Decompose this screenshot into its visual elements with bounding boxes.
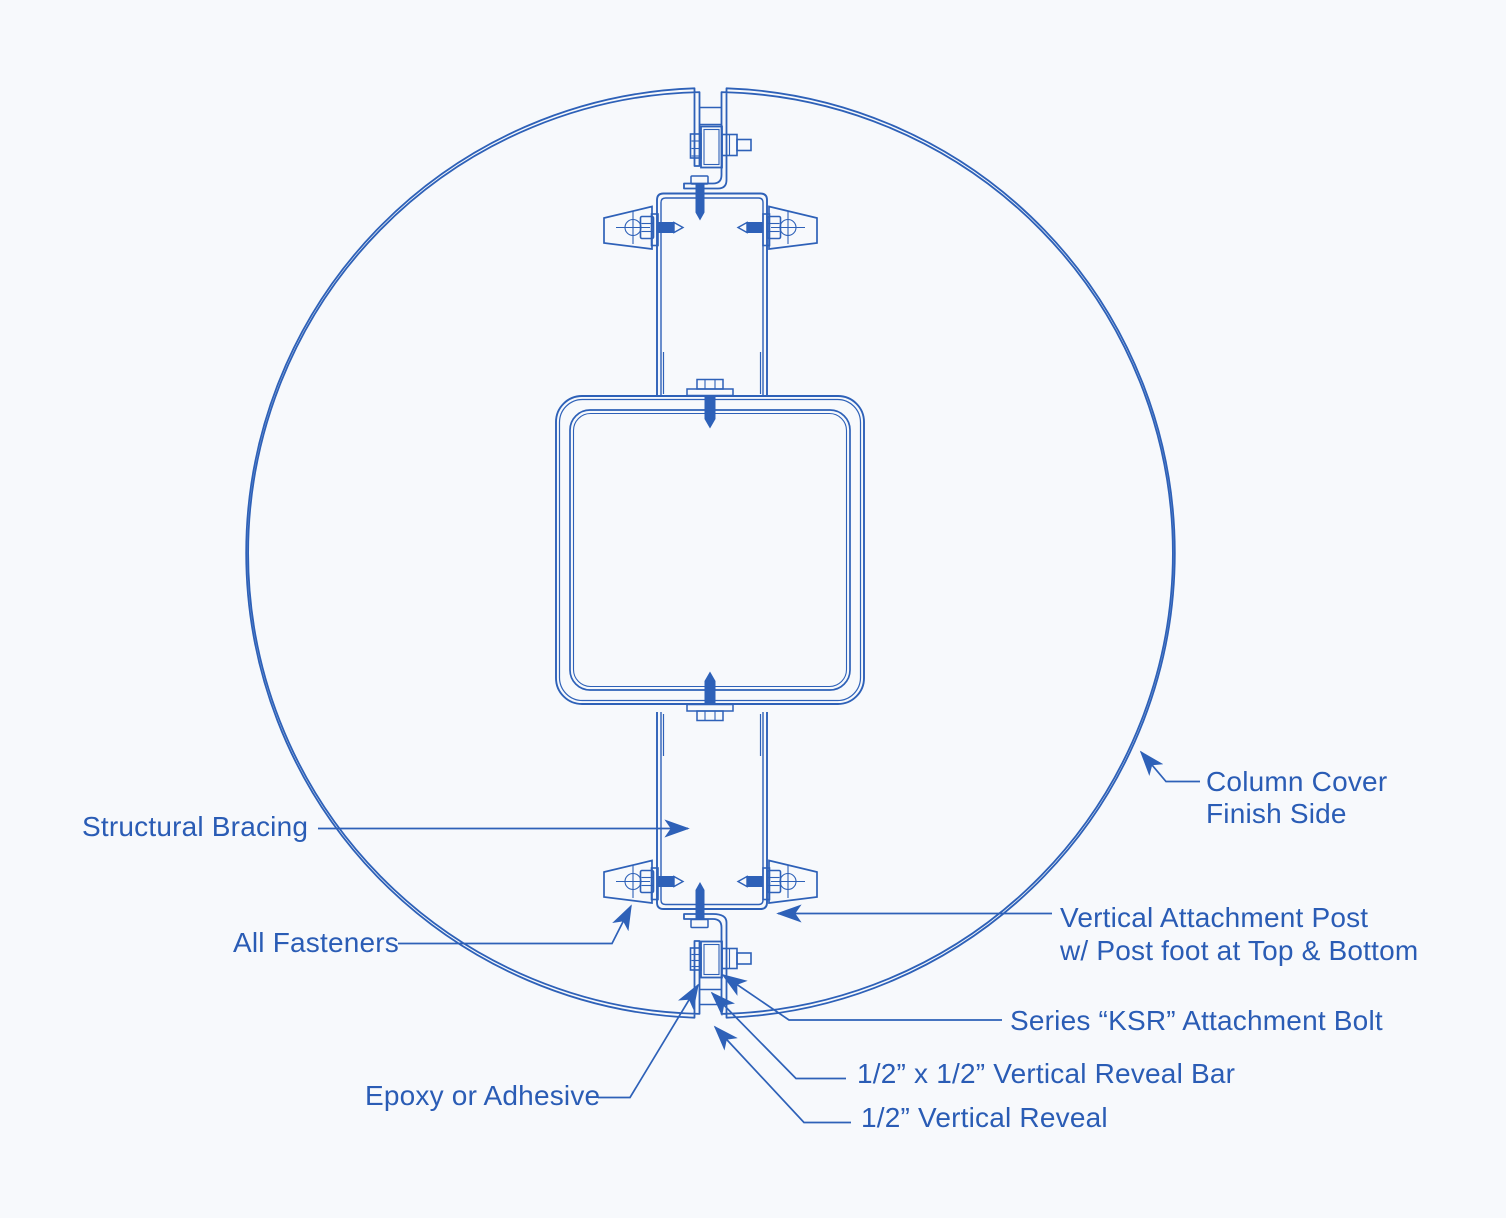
attachment-screw-tube-top: [686, 378, 734, 429]
label-ksr-attachment-bolt: Series “KSR” Attachment Bolt: [1010, 1005, 1383, 1036]
label-vertical-attachment-post-line2: w/ Post foot at Top & Bottom: [1060, 935, 1419, 966]
label-vertical-reveal: 1/2” Vertical Reveal: [861, 1102, 1108, 1133]
label-vertical-reveal-bar: 1/2” x 1/2” Vertical Reveal Bar: [857, 1058, 1236, 1089]
vertical-reveal-bar-leader: [710, 991, 846, 1080]
column-cover-shell-left: [245, 87, 701, 1019]
vertical-reveal-leader: [713, 1025, 851, 1124]
epoxy-leader: [598, 983, 699, 1099]
label-vertical-attachment-post: Vertical Attachment Post w/ Post foot at…: [1060, 901, 1418, 967]
ksr-bolt-bottom: [689, 947, 752, 971]
attachment-screw-tube-bottom: [686, 671, 734, 722]
label-column-cover: Column Cover Finish Side: [1206, 766, 1387, 830]
label-column-cover-line2: Finish Side: [1206, 798, 1347, 829]
post-foot-bottom-right: [737, 859, 818, 904]
reveal-bar-top: [699, 106, 723, 169]
label-epoxy-or-adhesive: Epoxy or Adhesive: [365, 1080, 601, 1111]
label-column-cover-line1: Column Cover: [1206, 766, 1388, 797]
column-cover-leader: [1139, 750, 1200, 783]
reveal-bar-bottom: [699, 940, 723, 1006]
label-vertical-attachment-post-line1: Vertical Attachment Post: [1060, 902, 1369, 933]
all-fasteners-leader: [398, 904, 632, 945]
ksr-bolt-leader: [721, 973, 1002, 1021]
ksr-bolt-top: [689, 133, 752, 159]
post-foot-top-right: [737, 205, 818, 250]
structural-bracing-tube: [555, 395, 865, 705]
label-structural-bracing: Structural Bracing: [82, 811, 309, 842]
label-all-fasteners: All Fasteners: [233, 927, 399, 958]
post-foot-bottom-left: [603, 859, 684, 904]
post-foot-top-left: [603, 205, 684, 250]
column-cover-shell-right: [683, 87, 1176, 1019]
vertical-attachment-post-top: [656, 192, 768, 396]
vertical-attachment-post-bottom: [656, 712, 768, 910]
